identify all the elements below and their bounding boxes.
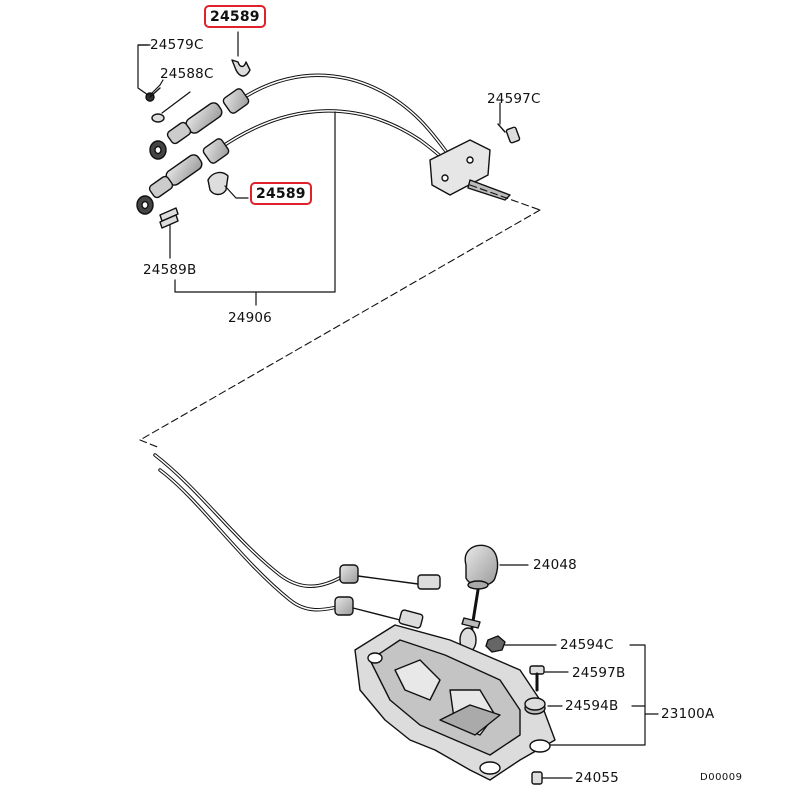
- clip-24589b: [159, 207, 179, 229]
- part-label-24597c: 24597C: [487, 91, 541, 107]
- shifter-housing-23100a: [354, 624, 556, 781]
- part-label-24589-top-highlighted: 24589: [204, 5, 266, 28]
- part-label-24589b: 24589B: [143, 262, 197, 278]
- cable-assembly-lower: [153, 453, 441, 629]
- transmission-bracket: [429, 139, 511, 201]
- part-label-24055: 24055: [575, 770, 619, 786]
- clip-24589-middle: [207, 171, 229, 196]
- cable-assembly-upper: [136, 59, 521, 229]
- bolt-24597c: [497, 123, 521, 144]
- part-label-23100a: 23100A: [661, 706, 715, 722]
- part-label-24906: 24906: [228, 310, 272, 326]
- part-label-24597b: 24597B: [572, 665, 626, 681]
- washer-24588c: [151, 113, 165, 123]
- leader-lines-lower: [499, 564, 659, 779]
- shift-knob-24048: [464, 544, 499, 590]
- cable-end-fitting-lower: [136, 138, 230, 215]
- part-label-24594c: 24594C: [560, 637, 614, 653]
- bolt-24055: [531, 771, 543, 785]
- part-label-24594b: 24594B: [565, 698, 619, 714]
- part-label-24048: 24048: [533, 557, 577, 573]
- bushing-24594b: [524, 697, 546, 715]
- continuation-dashed-line: [139, 184, 541, 449]
- bolt-24597b: [529, 665, 545, 692]
- clip-24589-top: [231, 59, 251, 77]
- drawing-code: D00009: [700, 772, 743, 783]
- part-label-24589-middle-highlighted: 24589: [250, 182, 312, 205]
- cable-end-fitting-upper: [149, 88, 250, 160]
- leader-lines-upper: [137, 31, 501, 306]
- part-label-24579c: 24579C: [150, 37, 204, 53]
- part-label-24588c: 24588C: [160, 66, 214, 82]
- nut-24594c: [485, 635, 506, 653]
